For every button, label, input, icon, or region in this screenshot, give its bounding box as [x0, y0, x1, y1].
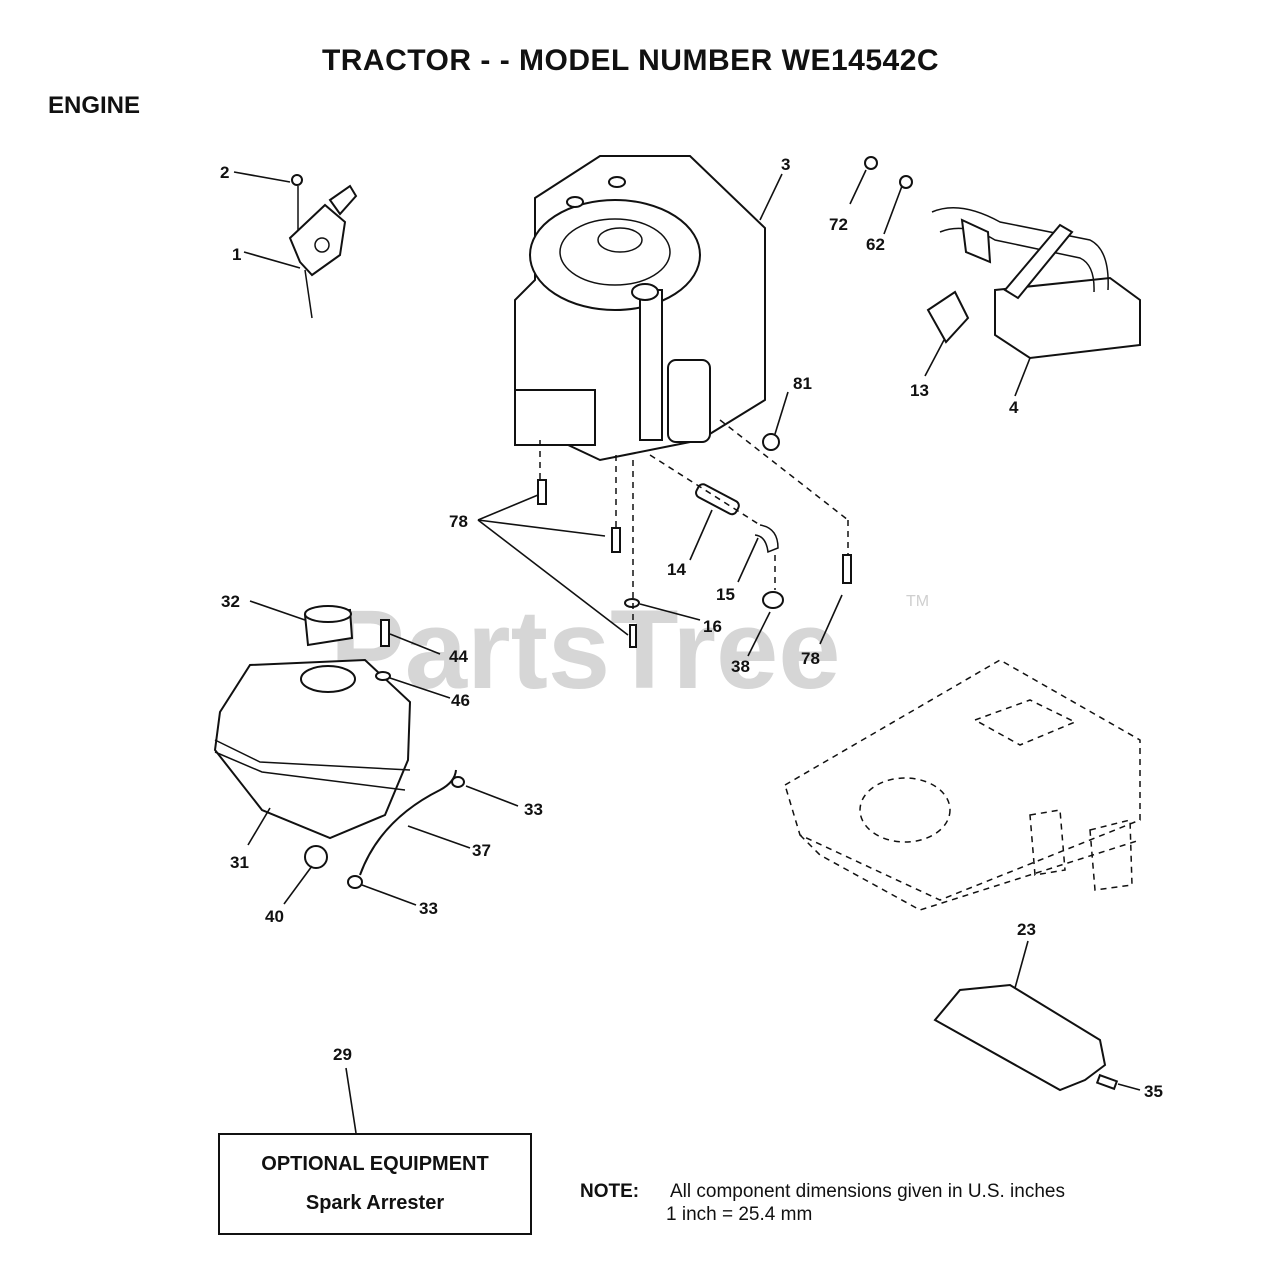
callout-29: 29: [333, 1045, 352, 1064]
nut-part: [762, 433, 780, 451]
callout-35: 35: [1144, 1082, 1163, 1101]
callout-16: 16: [703, 617, 722, 636]
optional-equipment-item: Spark Arrester: [305, 1192, 445, 1214]
callout-1: 1: [232, 245, 241, 264]
callout-13: 13: [910, 381, 929, 400]
drain-hardware-part: [537, 419, 852, 648]
watermark: PartsTree: [330, 587, 841, 712]
callout-31: 31: [230, 853, 249, 872]
callout-62: 62: [866, 235, 885, 254]
callout-81: 81: [793, 374, 812, 393]
callout-37: 37: [472, 841, 491, 860]
leader-lines: [233, 169, 1141, 1134]
throttle-control-part: [288, 174, 358, 319]
callout-72: 72: [829, 215, 848, 234]
callout-40: 40: [265, 907, 284, 926]
callout-33-upper: 33: [524, 800, 543, 819]
callout-4: 4: [1009, 398, 1019, 417]
shield-part: [933, 983, 1119, 1092]
callout-3: 3: [781, 155, 790, 174]
callout-78-left: 78: [449, 512, 468, 531]
callout-78-right: 78: [801, 649, 820, 668]
callout-46: 46: [451, 691, 470, 710]
frame-part: [784, 659, 1141, 911]
note-line-2: 1 inch = 25.4 mm: [666, 1204, 813, 1225]
callout-15: 15: [716, 585, 735, 604]
optional-equipment-heading: OPTIONAL EQUIPMENT: [261, 1153, 489, 1175]
engine-part: [514, 155, 766, 462]
callout-38: 38: [731, 657, 750, 676]
watermark-tm: TM: [906, 593, 929, 610]
optional-equipment-box: OPTIONAL EQUIPMENT Spark Arrester: [218, 1133, 532, 1235]
dimensions-note: NOTE: All component dimensions given in U…: [580, 1180, 1065, 1226]
muffler-part: [864, 156, 1141, 360]
page-title: TRACTOR - - MODEL NUMBER WE14542C: [321, 44, 940, 77]
note-line-1: All component dimensions given in U.S. i…: [670, 1181, 1065, 1202]
callout-labels: 1 2 3 4 13 14 15 16 23 29 31 32 33 33 35…: [220, 155, 1163, 1101]
note-label: NOTE:: [580, 1181, 640, 1202]
fuel-tank-part: [213, 605, 412, 869]
section-heading: ENGINE: [48, 92, 141, 119]
callout-33-lower: 33: [419, 899, 438, 918]
fuel-line-part: [347, 769, 465, 889]
callout-23: 23: [1017, 920, 1036, 939]
callout-44: 44: [449, 647, 468, 666]
callout-14: 14: [667, 560, 686, 579]
callout-32: 32: [221, 592, 240, 611]
callout-2: 2: [220, 163, 229, 182]
